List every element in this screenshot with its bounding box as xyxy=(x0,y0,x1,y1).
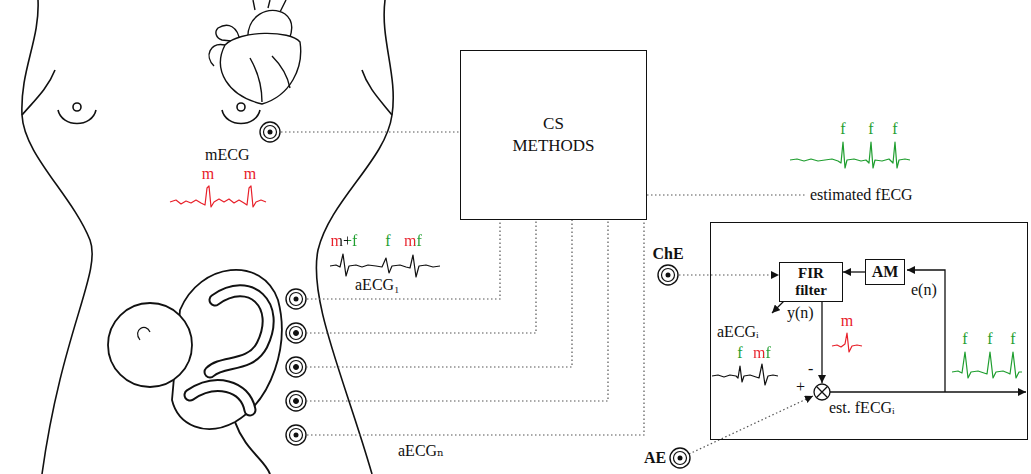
lead-wire xyxy=(306,195,813,454)
electrode-symbol xyxy=(285,424,307,446)
box-label: CS METHODS xyxy=(512,113,594,157)
lead-wire xyxy=(307,220,500,299)
process-box: FIR filter xyxy=(779,262,843,302)
wave-marker: m xyxy=(841,312,853,330)
signal-name: e(n) xyxy=(911,281,937,299)
wave-marker: f xyxy=(385,232,390,250)
process-box: AM xyxy=(865,259,905,285)
electrode-symbol xyxy=(285,288,307,310)
electrode-node: aECG₁ xyxy=(285,276,405,310)
fetus-illustration xyxy=(108,270,282,474)
box-label: FIR filter xyxy=(795,265,827,299)
wave-marker: mf xyxy=(404,232,422,250)
wave-marker: f xyxy=(962,330,967,348)
electrode-node: aECGₙ xyxy=(285,424,445,464)
electrode-symbol xyxy=(286,323,306,411)
electrode-symbol xyxy=(669,447,691,469)
wave-marker: f xyxy=(868,120,873,138)
wave-marker: f xyxy=(737,344,742,362)
signal-note: - xyxy=(808,360,813,378)
body-outline xyxy=(22,0,393,474)
signal-name: est. fECGᵢ xyxy=(829,399,895,417)
wave-marker: f xyxy=(1010,330,1015,348)
signal-note: estimated fECG xyxy=(810,186,913,204)
electrode-symbol xyxy=(259,121,281,143)
lead-wire xyxy=(679,274,779,275)
electrode-symbol xyxy=(657,264,679,286)
electrode-label: aECGₙ xyxy=(398,442,444,460)
electrode-node: ChE xyxy=(652,245,684,287)
wave-marker: mf xyxy=(753,344,771,362)
signal-name: y(n) xyxy=(787,304,814,322)
wave-marker: m xyxy=(202,165,214,183)
electrode-label: ChE xyxy=(652,245,684,263)
wave-marker: m xyxy=(244,165,256,183)
wave-marker: f xyxy=(840,120,845,138)
lead-wire xyxy=(307,220,644,435)
electrode-label: mECG xyxy=(205,146,249,164)
wave-marker: m+f xyxy=(331,232,358,250)
electrode-node: mECG xyxy=(205,118,283,166)
box-label: AM xyxy=(872,263,899,281)
signal-wire xyxy=(843,271,865,272)
filter-panel: e(n) y(n) aECGᵢ est. fECGᵢ FIR filter AM xyxy=(710,222,1028,440)
wave-marker: f xyxy=(892,120,897,138)
electrode-node: AE xyxy=(644,446,692,470)
heart-illustration xyxy=(209,0,301,104)
wave-marker: f xyxy=(987,330,992,348)
subtractor-symbol xyxy=(814,384,830,400)
lead-wire xyxy=(281,131,460,132)
electrode-label: aECG₁ xyxy=(355,276,400,294)
signal-note: + xyxy=(796,378,805,396)
signal-name: aECGᵢ xyxy=(717,323,759,341)
electrode-label: AE xyxy=(644,449,666,467)
process-box: CS METHODS xyxy=(460,50,647,220)
